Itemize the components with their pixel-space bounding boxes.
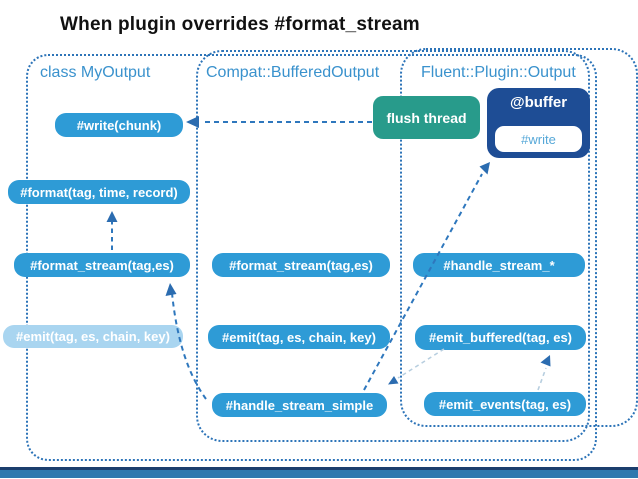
buffer-label: @buffer xyxy=(509,94,568,111)
node-format: #format(tag, time, record) xyxy=(8,180,190,204)
node-emit-compat: #emit(tag, es, chain, key) xyxy=(208,325,390,349)
container-compat-bufferedoutput xyxy=(196,50,590,442)
label-class-myoutput: class MyOutput xyxy=(40,64,151,81)
node-emit-myoutput: #emit(tag, es, chain, key) xyxy=(3,325,183,348)
node-handle-stream-star: #handle_stream_* xyxy=(413,253,585,277)
node-buffer: @buffer #write xyxy=(487,88,590,158)
node-emit-events: #emit_events(tag, es) xyxy=(424,392,586,416)
node-flush-thread: flush thread xyxy=(373,96,480,139)
node-format-stream-myoutput: #format_stream(tag,es) xyxy=(14,253,190,277)
label-fluent-plugin-output: Fluent::Plugin::Output xyxy=(421,64,576,81)
bottom-divider-line xyxy=(0,467,638,470)
bottom-accent-bar xyxy=(0,470,638,478)
label-compat-bufferedoutput: Compat::BufferedOutput xyxy=(206,64,380,81)
node-write-chunk: #write(chunk) xyxy=(55,113,183,137)
node-buffer-write: #write xyxy=(495,126,582,152)
slide-title: When plugin overrides #format_stream xyxy=(60,14,420,35)
node-format-stream-compat: #format_stream(tag,es) xyxy=(212,253,390,277)
node-handle-stream-simple: #handle_stream_simple xyxy=(212,393,387,417)
node-emit-buffered: #emit_buffered(tag, es) xyxy=(415,325,586,350)
